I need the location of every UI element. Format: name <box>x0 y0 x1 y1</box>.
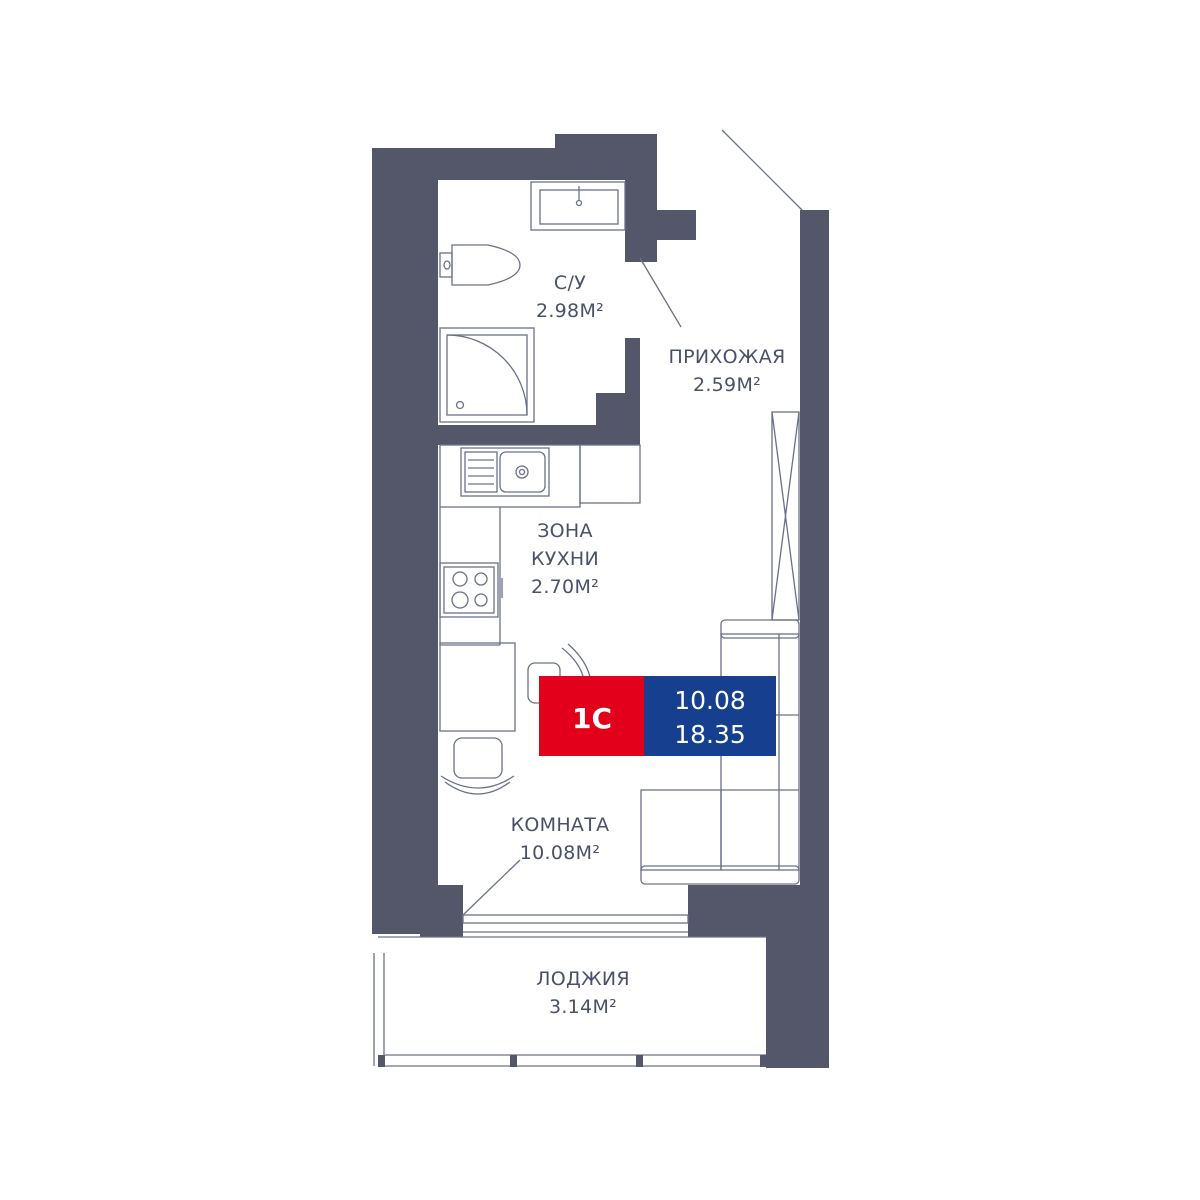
apartment-badge: 1С 10.08 18.35 <box>539 676 776 756</box>
chair-icon <box>440 737 515 795</box>
sink-icon <box>530 181 626 231</box>
total-area: 18.35 <box>674 720 746 749</box>
kitchen-name-line1: ЗОНА <box>537 520 593 542</box>
walls <box>372 134 829 1068</box>
bathroom-area: 2.98М² <box>536 300 604 322</box>
table-icon <box>439 642 516 732</box>
stove-icon <box>439 562 503 618</box>
loggia-area: 3.14М² <box>549 996 617 1018</box>
living-area: 10.08 <box>674 686 746 715</box>
room-name: КОМНАТА <box>511 814 610 836</box>
toilet-icon <box>439 244 521 286</box>
area-badge <box>644 676 776 756</box>
counter <box>439 507 501 646</box>
hallway-name: ПРИХОЖАЯ <box>669 346 786 368</box>
shower-icon <box>439 327 535 423</box>
kitchen-sink-icon <box>439 444 581 508</box>
fridge-icon <box>579 444 641 504</box>
door-icon <box>462 859 689 933</box>
window-icon <box>373 936 766 1067</box>
hallway-area: 2.59М² <box>693 374 761 396</box>
door-icon <box>639 257 682 328</box>
kitchen-area: 2.70М² <box>531 576 599 598</box>
kitchen-name-line2: КУХНИ <box>531 548 599 570</box>
apartment-type: 1С <box>572 702 612 735</box>
bathroom-name: С/У <box>554 272 586 294</box>
type-badge <box>539 676 644 756</box>
loggia-name: ЛОДЖИЯ <box>536 968 630 990</box>
room-area: 10.08М² <box>520 842 601 864</box>
door-icon <box>721 129 803 211</box>
wardrobe-icon <box>771 411 800 621</box>
